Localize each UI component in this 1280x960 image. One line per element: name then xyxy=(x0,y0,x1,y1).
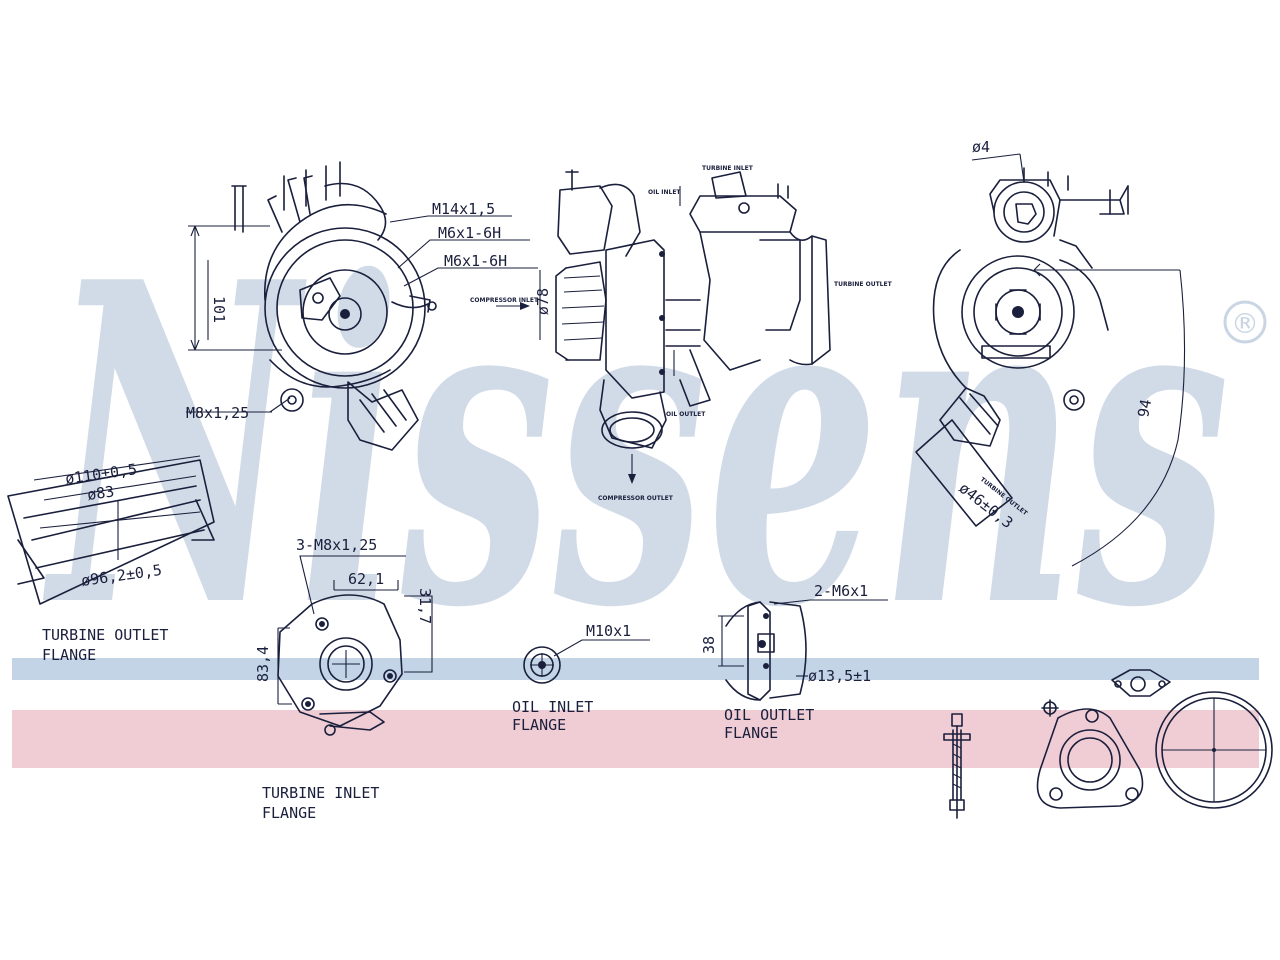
ring-gasket-part xyxy=(1155,691,1273,809)
dim-135: ø13,5±1 xyxy=(808,667,871,685)
label-oil-outlet-1: OIL OUTLET xyxy=(724,706,814,724)
small-gasket-part xyxy=(1111,669,1171,697)
red-band xyxy=(12,710,1259,768)
dim-m6x2: 2-M6x1 xyxy=(814,582,868,600)
label-oil-out: OIL OUTLET xyxy=(666,411,706,418)
turbo-side-view xyxy=(496,169,831,484)
label-turbine-inlet-2: FLANGE xyxy=(262,804,316,822)
blue-band xyxy=(12,658,1259,680)
turbo-rear-view xyxy=(915,153,1186,567)
label-turbine-inlet-top: TURBINE INLET xyxy=(702,165,754,172)
registered-mark-circle xyxy=(1223,300,1267,344)
dim-317: 31,7 xyxy=(416,588,434,624)
label-oil-inlet-2: FLANGE xyxy=(512,716,566,734)
label-oil-in: OIL INLET xyxy=(648,189,681,196)
label-compressor-inlet: COMPRESSOR INLET xyxy=(470,297,539,304)
dim-94: 94 xyxy=(1134,398,1155,419)
dim-m14: M14x1,5 xyxy=(432,200,495,218)
dim-m6-b: M6x1-6H xyxy=(444,252,507,270)
oil-inlet-flange-drawing xyxy=(523,639,650,684)
dim-m8x3: 3-M8x1,25 xyxy=(296,536,377,554)
label-turbine-outlet-2: FLANGE xyxy=(42,646,96,664)
dim-101: 101 xyxy=(210,296,228,323)
dim-m6-a: M6x1-6H xyxy=(438,224,501,242)
dim-78: ø78 xyxy=(534,288,552,315)
dim-phi4: ø4 xyxy=(972,138,990,156)
dim-38: 38 xyxy=(700,636,718,654)
turbine-outlet-flange-drawing xyxy=(7,455,215,605)
turbine-inlet-flange-drawing xyxy=(277,555,433,736)
dim-83: ø83 xyxy=(86,482,115,504)
label-turbine-outlet-side: TURBINE OUTLET xyxy=(834,281,893,288)
turbo-front-view xyxy=(186,161,538,451)
label-oil-outlet-2: FLANGE xyxy=(724,724,778,742)
brand-watermark: Nissens xyxy=(42,187,1230,704)
label-compressor-outlet: COMPRESSOR OUTLET xyxy=(598,495,674,502)
label-turbine-inlet-1: TURBINE INLET xyxy=(262,784,379,802)
dim-621: 62,1 xyxy=(348,570,384,588)
oil-outlet-flange-drawing xyxy=(718,599,888,701)
dim-m10: M10x1 xyxy=(586,622,631,640)
dim-m8: M8x1,25 xyxy=(186,404,249,422)
label-turbine-outlet-1: TURBINE OUTLET xyxy=(42,626,168,644)
gasket-flange-part xyxy=(1036,699,1144,809)
dim-834: 83,4 xyxy=(254,646,272,682)
bolt-part xyxy=(943,713,971,819)
label-oil-inlet-1: OIL INLET xyxy=(512,698,593,716)
registered-mark: ® xyxy=(1231,307,1259,340)
